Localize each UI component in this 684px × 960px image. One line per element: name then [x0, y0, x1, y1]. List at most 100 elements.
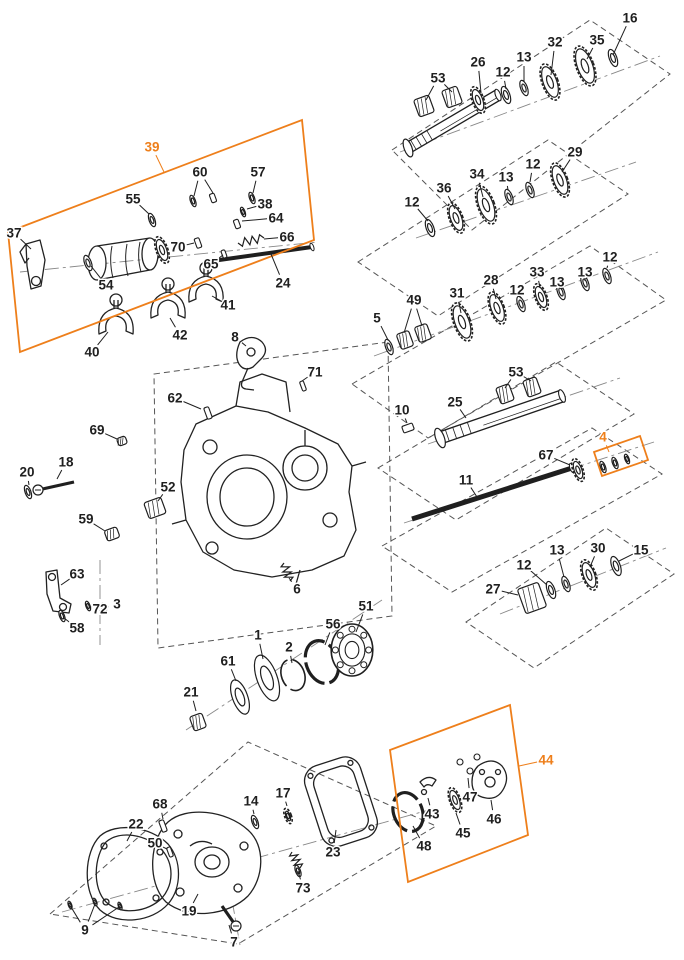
- callout-leader: [478, 182, 484, 198]
- callout-3: 3: [113, 597, 121, 612]
- centerline: [415, 161, 637, 239]
- generated-parts: [23, 45, 631, 932]
- callout-22: 22: [128, 817, 143, 832]
- callout-19: 19: [181, 904, 196, 919]
- kicker-group-44: [389, 703, 529, 884]
- callout-18: 18: [58, 455, 74, 470]
- spring: [288, 851, 304, 869]
- callout-47: 47: [462, 790, 477, 805]
- callout-66: 66: [279, 230, 295, 245]
- callout-leader: [285, 801, 288, 807]
- top-gasket: [303, 756, 378, 848]
- roller-bearing: [189, 712, 207, 732]
- callout-40: 40: [84, 345, 99, 360]
- callout-leader: [490, 799, 494, 811]
- callout-leader: [217, 254, 224, 260]
- callout-13: 13: [498, 170, 514, 185]
- callout-leader: [87, 903, 96, 922]
- pawl-carrier-plate: [471, 760, 508, 799]
- washer: [100, 602, 108, 614]
- release-lever: [45, 569, 72, 614]
- callout-32: 32: [547, 35, 562, 50]
- pin: [208, 192, 218, 204]
- callout-leader: [427, 797, 431, 806]
- callout-leader: [550, 50, 555, 76]
- callout-72: 72: [92, 602, 107, 617]
- callout-16: 16: [622, 11, 638, 26]
- washer: [602, 267, 612, 285]
- callout-leader: [230, 669, 237, 682]
- washer: [545, 580, 557, 600]
- callout-38: 38: [257, 197, 273, 212]
- gear: [446, 201, 466, 235]
- shift-fork-low: [98, 293, 134, 335]
- gear: [573, 45, 597, 87]
- callout-leader: [93, 523, 106, 532]
- callout-24: 24: [275, 276, 291, 291]
- gear: [487, 291, 507, 325]
- callout-leader: [263, 237, 279, 240]
- ball: [456, 758, 464, 766]
- pin: [232, 218, 242, 230]
- centerline: [399, 55, 661, 153]
- cover-gasket: [86, 826, 180, 921]
- washer: [561, 575, 571, 593]
- callout-14: 14: [243, 794, 259, 809]
- callout-leader: [126, 831, 133, 842]
- callout-leader: [380, 325, 389, 341]
- callout-leader: [192, 700, 197, 712]
- callout-leader: [161, 812, 164, 820]
- callout-leader: [246, 205, 257, 210]
- callout-60: 60: [192, 165, 207, 180]
- gear: [469, 85, 487, 115]
- gear: [153, 235, 171, 265]
- callout-5: 5: [373, 311, 381, 326]
- pin: [220, 249, 228, 259]
- callout-11: 11: [459, 473, 474, 488]
- roller-bearing: [517, 582, 547, 614]
- gear: [450, 302, 474, 342]
- callout-leader: [606, 265, 609, 269]
- callout-leader: [589, 556, 595, 568]
- callout-52: 52: [160, 480, 175, 495]
- shifter-assembly-39: [7, 118, 315, 354]
- roller-bearing: [396, 330, 414, 350]
- roller-bearing: [414, 323, 432, 343]
- callout-51: 51: [358, 599, 374, 614]
- callout-25: 25: [447, 395, 463, 410]
- callout-leader: [412, 825, 421, 839]
- washer: [229, 679, 251, 715]
- washer: [189, 194, 197, 208]
- callout-15: 15: [633, 543, 649, 558]
- callout-65: 65: [203, 257, 219, 272]
- callout-55: 55: [125, 192, 141, 207]
- callout-leader: [27, 480, 30, 486]
- assembly-box: [391, 19, 671, 231]
- callout-46: 46: [486, 812, 502, 827]
- roller-bearing: [413, 94, 435, 118]
- washer: [519, 79, 529, 97]
- callout-leader: [559, 285, 563, 290]
- callout-28: 28: [483, 273, 499, 288]
- callout-23: 23: [325, 845, 341, 860]
- callout-leader: [297, 870, 301, 880]
- callout-leader: [228, 924, 232, 934]
- callout-leader: [162, 846, 168, 850]
- assembly-box: [357, 139, 629, 317]
- callout-36: 36: [436, 181, 452, 196]
- callout-leader: [605, 445, 610, 453]
- callout-leader: [70, 906, 81, 923]
- callout-21: 21: [183, 685, 199, 700]
- callout-leader: [252, 180, 257, 194]
- callout-leader: [558, 558, 565, 578]
- callout-leader: [612, 25, 627, 56]
- callout-leader: [447, 195, 456, 210]
- washer: [253, 654, 281, 702]
- callout-leader: [139, 204, 150, 215]
- callout-12: 12: [495, 65, 510, 80]
- spring: [237, 233, 265, 248]
- centerline: [185, 599, 383, 731]
- callout-61: 61: [220, 654, 236, 669]
- callout-57: 57: [250, 165, 265, 180]
- callout-71: 71: [307, 365, 323, 380]
